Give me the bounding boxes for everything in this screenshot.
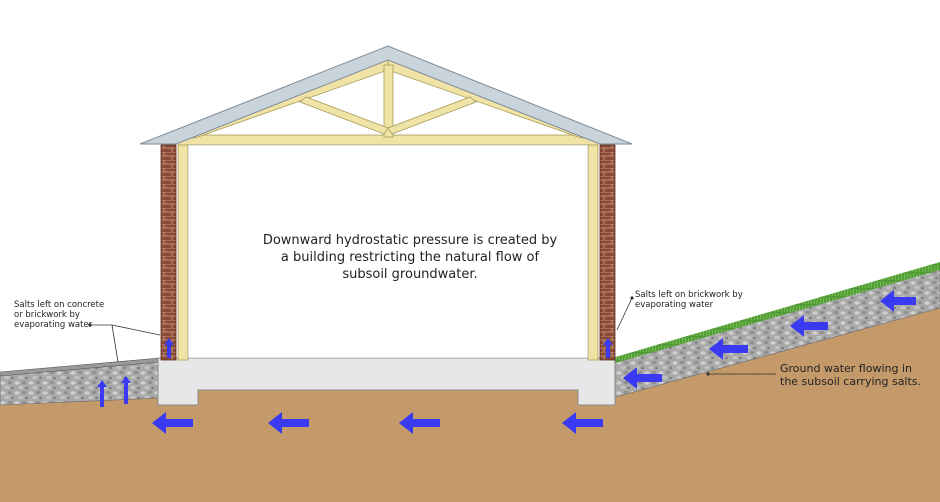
- timber-stud-right: [587, 139, 599, 361]
- center-caption-line3: subsoil groundwater.: [342, 267, 478, 282]
- arrow-left-icon: [152, 290, 916, 434]
- leader-lines: [90, 297, 776, 375]
- annotation-left-line3: evaporating water: [14, 320, 93, 330]
- center-caption-line2: a building restricting the natural flow …: [280, 250, 540, 265]
- roof-covering: [139, 45, 633, 145]
- center-caption-line1: Downward hydrostatic pressure is created…: [262, 233, 558, 248]
- interior: [187, 144, 589, 359]
- annotation-ground-line1: Ground water flowing in: [780, 362, 912, 375]
- annotation-ground: Ground water flowing in the subsoil carr…: [780, 362, 940, 388]
- soil-ground: [0, 300, 940, 502]
- timber-stud-left: [177, 139, 189, 361]
- annotation-left-line2: or brickwork by: [14, 310, 80, 320]
- grass-strip: [612, 262, 940, 364]
- center-caption: Downward hydrostatic pressure is created…: [250, 232, 570, 283]
- annotation-left: Salts left on concrete or brickwork by e…: [14, 300, 114, 330]
- annotation-right-line2: evaporating water: [635, 300, 714, 310]
- annotation-right-line1: Salts left on brickwork by: [635, 290, 743, 300]
- concrete-slab: [157, 357, 616, 406]
- arrow-up-icon: [97, 338, 613, 407]
- annotation-ground-line2: the subsoil carrying salts.: [780, 375, 922, 388]
- brick-wall-right: [599, 144, 616, 361]
- annotation-left-line1: Salts left on concrete: [14, 300, 105, 310]
- annotation-right: Salts left on brickwork by evaporating w…: [635, 290, 755, 310]
- roof-truss: [177, 57, 599, 139]
- brick-wall-left: [160, 144, 177, 361]
